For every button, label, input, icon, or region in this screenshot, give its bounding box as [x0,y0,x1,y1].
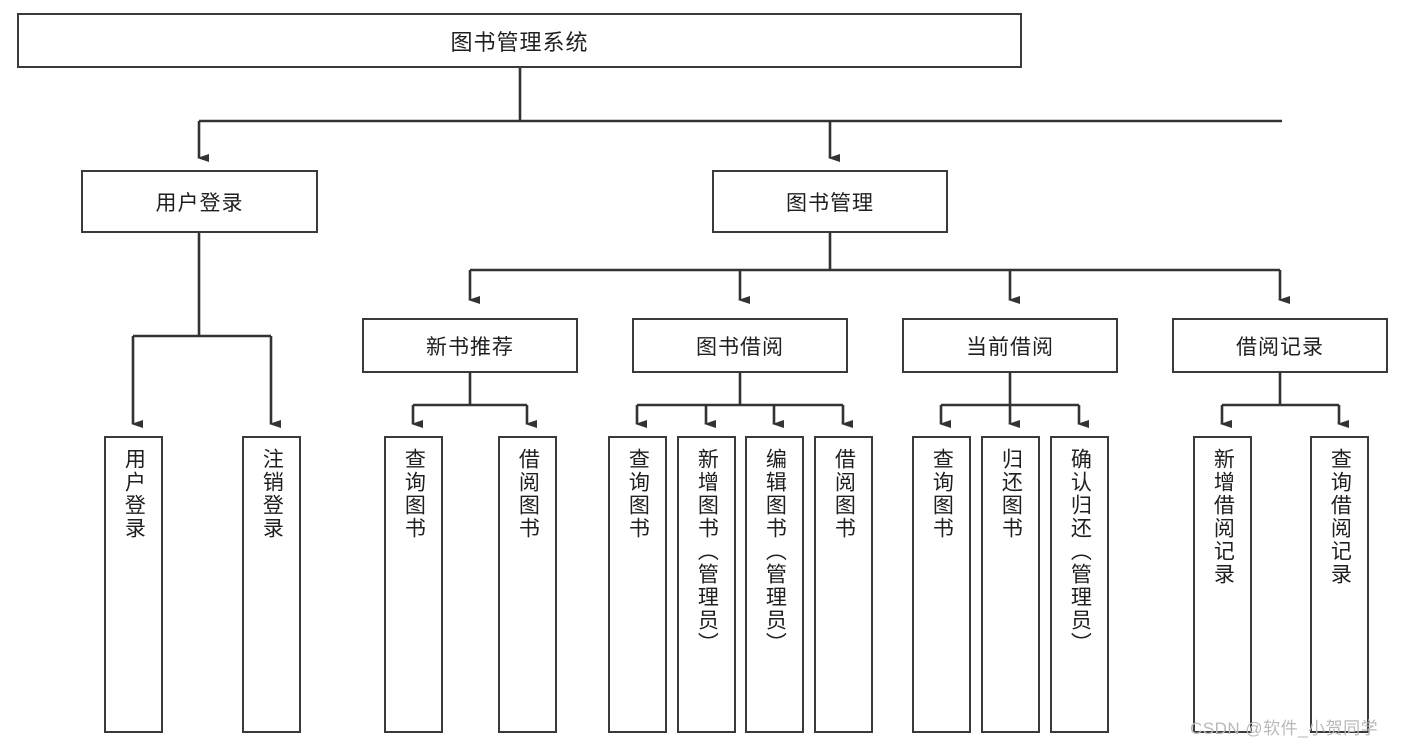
node-user-login-label: 用户登录 [155,191,244,215]
node-leaf-user-logout[interactable]: 注销登录 [242,436,301,733]
node-user-login[interactable]: 用户登录 [81,170,318,233]
node-current-borrow[interactable]: 当前借阅 [902,318,1118,373]
watermark: CSDN @软件_小贺同学 [1190,719,1379,738]
node-root[interactable]: 图书管理系统 [17,13,1022,68]
node-leaf-query-book-2[interactable]: 查询图书 [608,436,667,733]
node-leaf-add-record[interactable]: 新增借阅记录 [1193,436,1252,733]
node-leaf-query-book-1[interactable]: 查询图书 [384,436,443,733]
node-leaf-borrow-book-1[interactable]: 借阅图书 [498,436,557,733]
node-new-book-rec-label: 新书推荐 [426,335,514,359]
node-book-manage-label: 图书管理 [786,191,874,215]
node-leaf-edit-book-label: 编辑图书（管理员） [763,448,787,655]
node-leaf-user-login[interactable]: 用户登录 [104,436,163,733]
node-leaf-query-book-2-label: 查询图书 [626,448,650,540]
node-book-borrow-label: 图书借阅 [696,335,784,359]
node-leaf-confirm-return[interactable]: 确认归还（管理员） [1050,436,1109,733]
node-leaf-query-book-1-label: 查询图书 [402,448,426,540]
node-leaf-user-logout-label: 注销登录 [260,448,284,540]
node-leaf-borrow-book-2[interactable]: 借阅图书 [814,436,873,733]
node-leaf-borrow-book-1-label: 借阅图书 [516,448,540,540]
node-book-manage[interactable]: 图书管理 [712,170,948,233]
node-borrow-record[interactable]: 借阅记录 [1172,318,1388,373]
node-leaf-return-book[interactable]: 归还图书 [981,436,1040,733]
node-leaf-add-book-label: 新增图书（管理员） [695,448,719,655]
node-leaf-confirm-return-label: 确认归还（管理员） [1068,448,1092,655]
node-leaf-add-book[interactable]: 新增图书（管理员） [677,436,736,733]
node-leaf-edit-book[interactable]: 编辑图书（管理员） [745,436,804,733]
node-root-label: 图书管理系统 [450,29,589,55]
node-leaf-query-book-3-label: 查询图书 [930,448,954,540]
node-leaf-add-record-label: 新增借阅记录 [1211,448,1235,586]
node-new-book-rec[interactable]: 新书推荐 [362,318,578,373]
node-leaf-user-login-label: 用户登录 [122,448,146,540]
node-borrow-record-label: 借阅记录 [1236,335,1324,359]
node-leaf-query-record-label: 查询借阅记录 [1328,448,1352,586]
node-leaf-borrow-book-2-label: 借阅图书 [832,448,856,540]
node-leaf-query-record[interactable]: 查询借阅记录 [1310,436,1369,733]
node-leaf-query-book-3[interactable]: 查询图书 [912,436,971,733]
node-current-borrow-label: 当前借阅 [966,335,1054,359]
node-leaf-return-book-label: 归还图书 [999,448,1023,540]
node-book-borrow[interactable]: 图书借阅 [632,318,848,373]
